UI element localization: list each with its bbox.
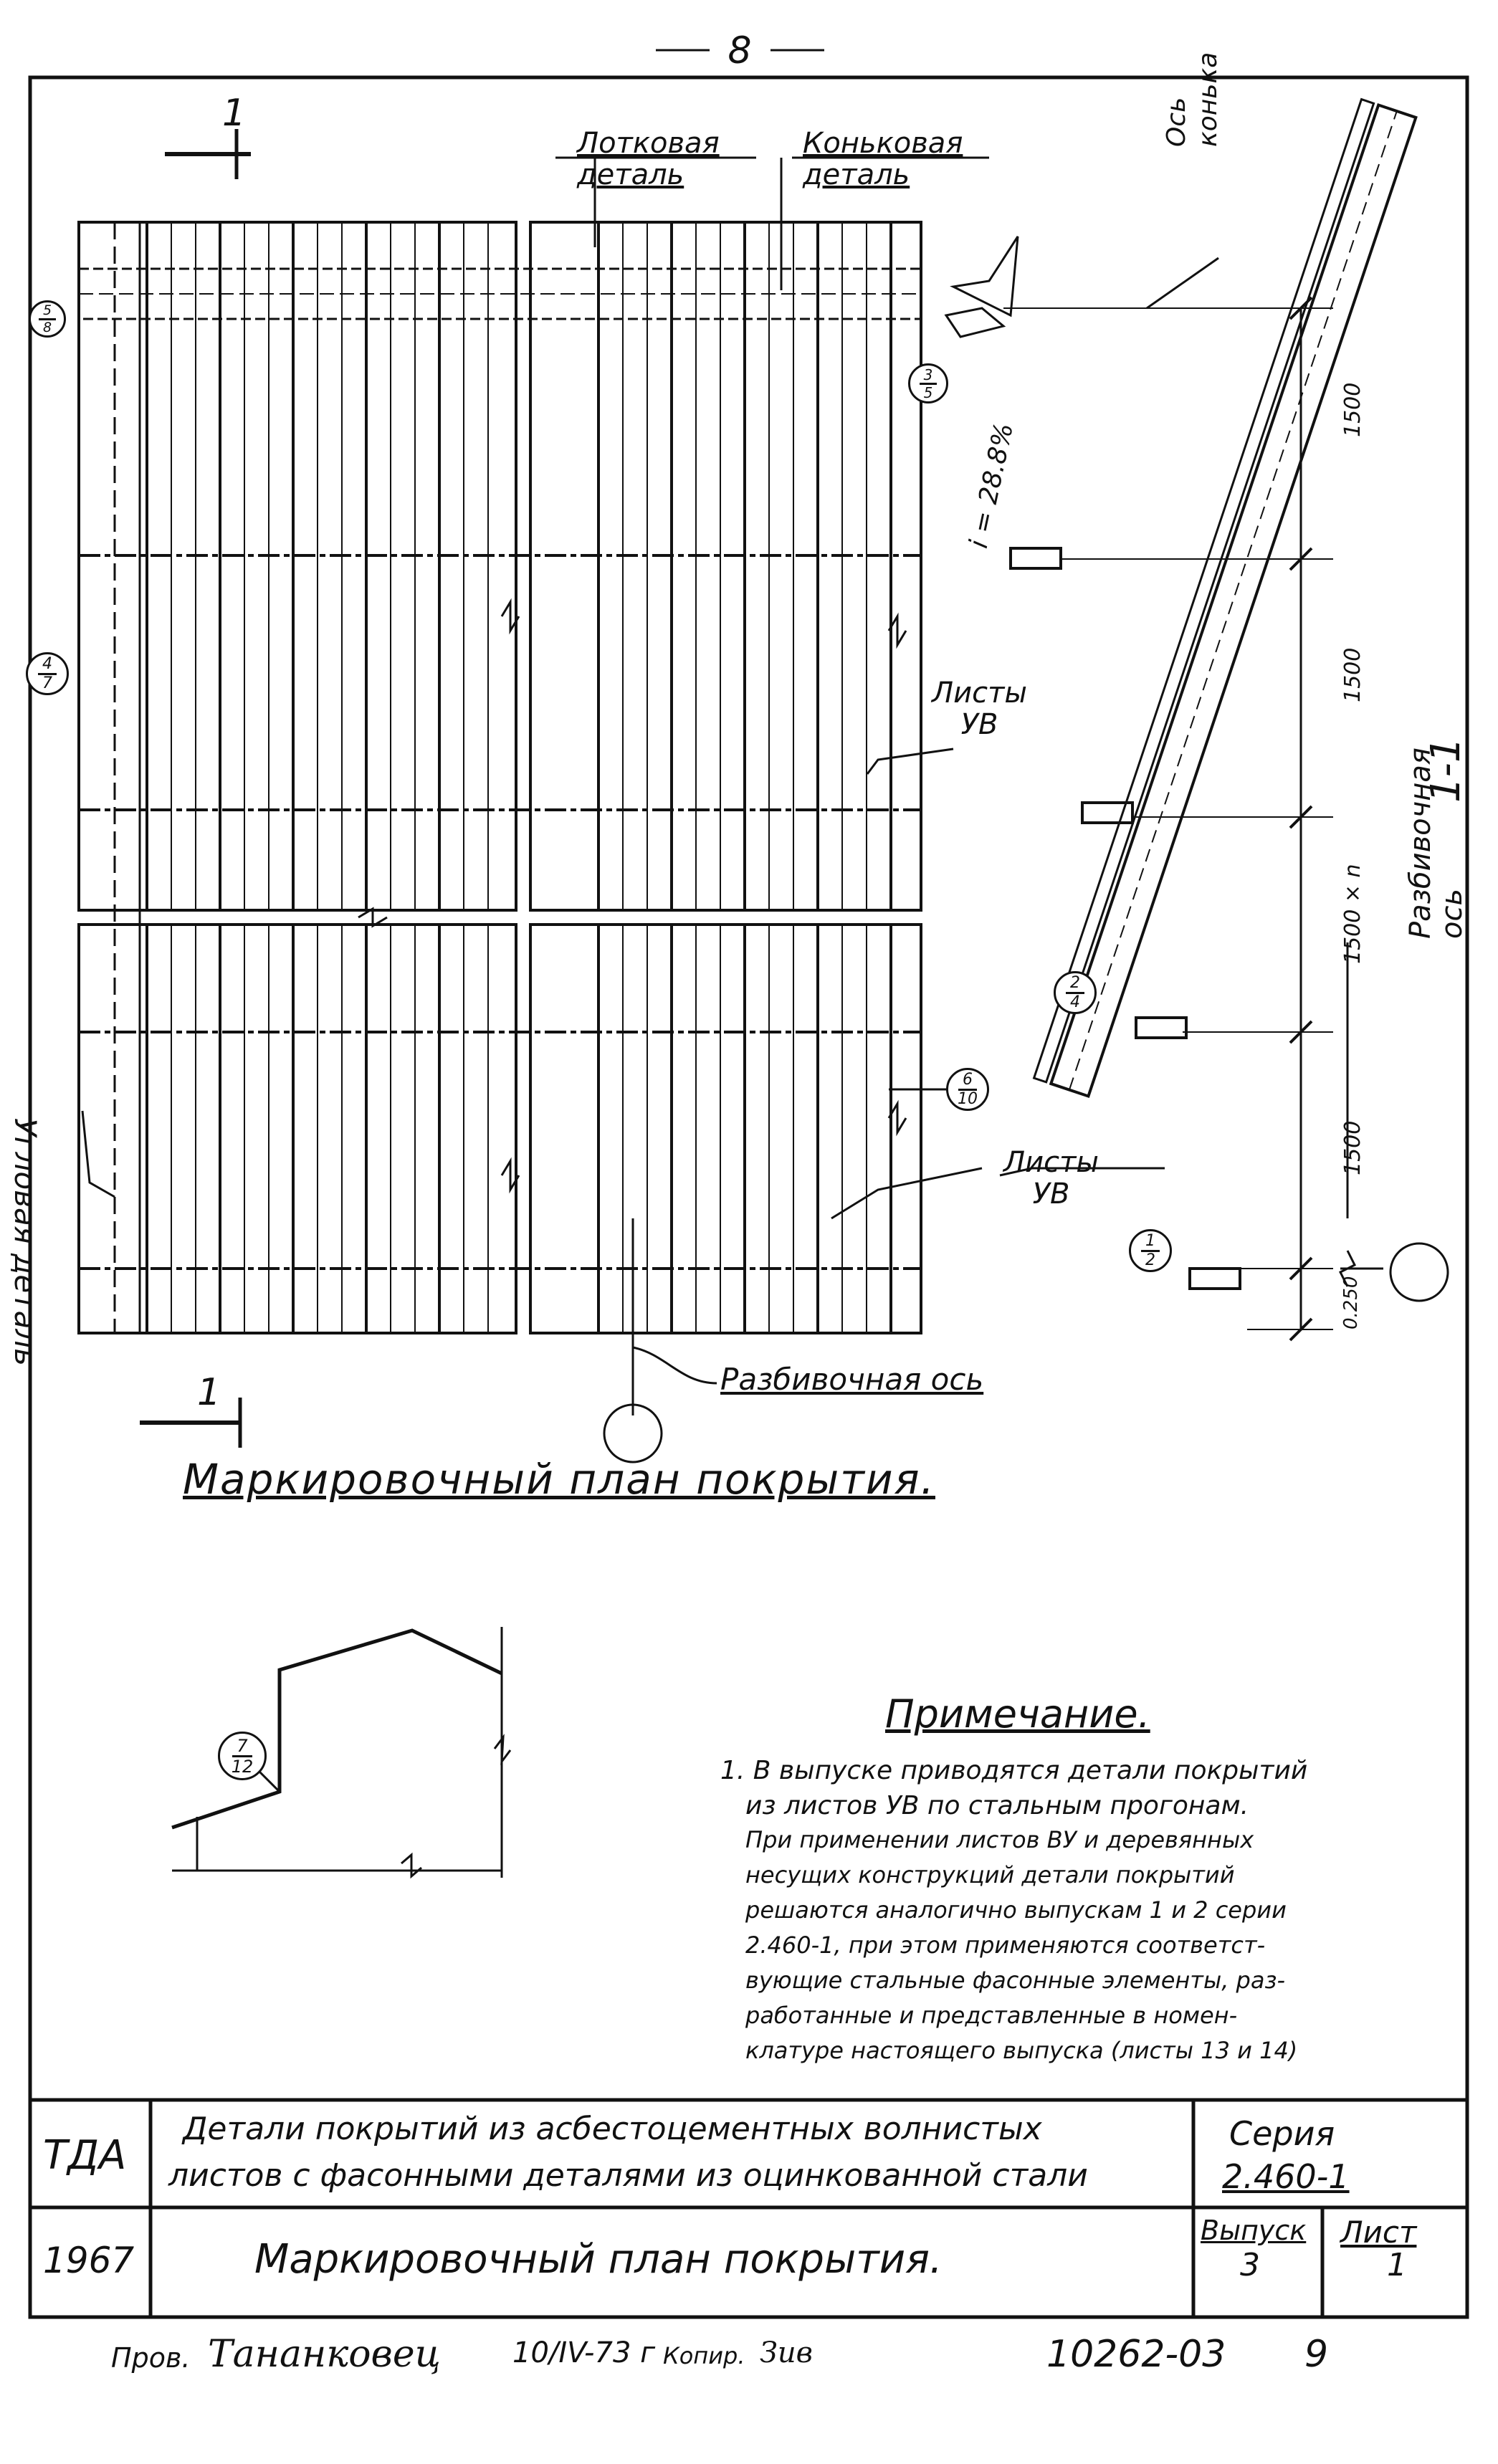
detail-ref-denominator: 10 xyxy=(958,1089,978,1108)
notes-line: работанные и представленные в номен- xyxy=(745,2002,1238,2029)
detail-ref-numerator: 5 xyxy=(38,303,57,320)
tb-sheet-value: 1 xyxy=(1387,2247,1407,2283)
notes-line: вующие стальные фасонные элементы, раз- xyxy=(745,1967,1286,1994)
dim-1500-n: 1500 × n xyxy=(1340,864,1365,964)
notes-heading: Примечание. xyxy=(885,1691,1150,1737)
detail-ref-denominator: 2 xyxy=(1145,1251,1155,1269)
dim-1500-b: 1500 xyxy=(1340,647,1365,702)
detail-ref-numerator: 4 xyxy=(38,656,57,675)
callout-listy-uv-1: Листы УВ xyxy=(932,677,1027,741)
footer-doc-number: 10262-03 xyxy=(1046,2333,1226,2376)
section-mark-bottom: 1 xyxy=(140,1371,242,1448)
detail-ref-numerator: 7 xyxy=(232,1737,252,1757)
detail-ref-denominator: 12 xyxy=(231,1756,254,1777)
detail-ref-numerator: 1 xyxy=(1141,1233,1160,1252)
footer-copy-signature: Зив xyxy=(760,2336,813,2369)
detail-ref-denominator: 5 xyxy=(923,383,933,401)
tb-description-2: листов с фасонными деталями из оцинкован… xyxy=(168,2157,1088,2194)
callout-os-konka: Ось конька xyxy=(1162,52,1223,147)
section-axis-bubble xyxy=(1389,1242,1449,1302)
tb-issue-value: 3 xyxy=(1240,2247,1260,2283)
notes-line: 1. В выпуске приводятся детали покрытий xyxy=(720,1756,1308,1785)
section-1-1 xyxy=(944,97,1449,1342)
notes-line: клатуре настоящего выпуска (листы 13 и 1… xyxy=(745,2037,1298,2064)
plan-title: Маркировочный план покрытия. xyxy=(183,1455,935,1504)
callout-listy-uv-2: Листы УВ xyxy=(1003,1146,1099,1210)
dim-0250: 0.250 xyxy=(1340,1276,1362,1329)
notes-line: 2.460-1, при этом применяются соответст- xyxy=(745,1931,1266,1959)
footer-checked: Пров. xyxy=(111,2342,191,2374)
notes-line: из листов УВ по стальным прогонам. xyxy=(745,1791,1249,1820)
callout-razbivochnaya-os: Разбивочная ось xyxy=(720,1362,984,1397)
tb-series-label: Серия xyxy=(1229,2114,1335,2153)
axis-bubble xyxy=(603,1403,663,1463)
tb-sheet-title: Маркировочный план покрытия. xyxy=(254,2236,943,2283)
footer-copy: Копир. xyxy=(663,2342,745,2369)
notes-line: При применении листов ВУ и деревянных xyxy=(745,1826,1254,1853)
detail-ref-denominator: 4 xyxy=(1070,993,1080,1011)
dim-1500-c: 1500 xyxy=(1340,1120,1365,1175)
footer-checked-signature: Тананковец xyxy=(208,2333,441,2376)
detail-ref-numerator: 6 xyxy=(958,1071,977,1091)
tb-year: 1967 xyxy=(43,2240,135,2281)
sheet-frame xyxy=(28,75,1469,2319)
tb-description-1: Детали покрытий из асбестоцементных волн… xyxy=(183,2111,1042,2147)
detail-ref-denominator: 8 xyxy=(42,319,52,335)
callout-konkovaya: Коньковая деталь xyxy=(803,127,963,191)
detail-ref-denominator: 7 xyxy=(42,674,52,692)
footer-date: 10/IV-73 г xyxy=(512,2336,656,2369)
tb-sheet-label: Лист xyxy=(1340,2215,1417,2250)
svg-text:1: 1 xyxy=(222,92,246,135)
callout-lotkovaya-line1: Лотковая деталь xyxy=(577,127,720,191)
title-block xyxy=(30,2098,1467,2317)
tb-org: ТДА xyxy=(43,2132,127,2179)
notes-line: несущих конструкций детали покрытий xyxy=(745,1861,1235,1888)
section-mark-top: 1 xyxy=(165,92,251,179)
section-label: 1-1 xyxy=(1423,737,1469,803)
tb-series-value: 2.460-1 xyxy=(1222,2157,1350,2196)
callout-uglovaya-detal: Угловая деталь xyxy=(8,1118,43,1366)
detail-ref-numerator: 2 xyxy=(1066,975,1084,994)
dim-1500-a: 1500 xyxy=(1340,382,1365,437)
roof-plan xyxy=(77,221,922,1463)
notes-line: решаются аналогично выпускам 1 и 2 серии xyxy=(745,1896,1287,1924)
detail-ref-numerator: 3 xyxy=(919,368,938,385)
footer-page-number: 9 xyxy=(1304,2333,1329,2376)
tb-issue-label: Выпуск xyxy=(1201,2215,1307,2246)
page-number: 8 xyxy=(727,29,751,72)
svg-text:1: 1 xyxy=(197,1371,221,1414)
